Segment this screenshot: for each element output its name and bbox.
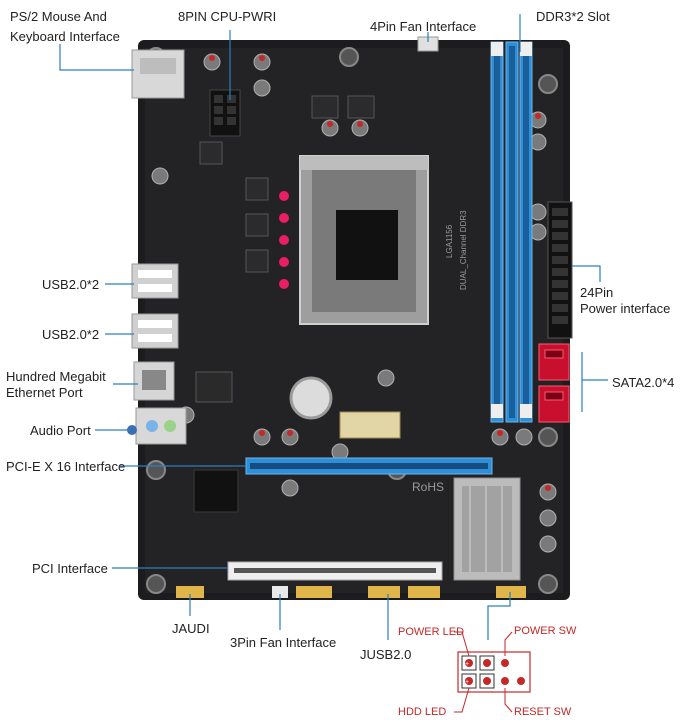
cmos-battery (289, 376, 333, 420)
bios-sticker (339, 411, 401, 439)
rohs-mark: RoHS (412, 480, 444, 494)
front-panel-header: + + (454, 631, 531, 713)
dimm-slots (490, 41, 533, 423)
cpu-socket (299, 155, 429, 325)
socket-silkscreen-1: LGA1156 (445, 224, 454, 258)
atx-24pin-connector (547, 201, 573, 339)
label-usb1: USB2.0*2 (42, 277, 100, 292)
label-ps2-line2: Keyboard Interface (10, 29, 120, 44)
pcie-x16-slot (245, 457, 493, 475)
label-cpu-power: 8PIN CPU-PWRI (178, 9, 277, 24)
socket-silkscreen-2: DUAL_Channel DDR3 (459, 210, 468, 290)
svg-text:+: + (465, 661, 469, 668)
label-jaudi: JAUDI (172, 621, 210, 636)
label-power24-line2: Power interface (580, 301, 671, 316)
svg-text:+: + (465, 679, 469, 686)
label-ps2-line1: PS/2 Mouse And (10, 9, 107, 24)
label-sata: SATA2.0*4 (612, 375, 675, 390)
label-power24-line1: 24Pin (580, 285, 614, 300)
ps2-port (131, 49, 185, 99)
label-ddr3: DDR3*2 Slot (536, 9, 610, 24)
label-power-led: POWER LED (398, 626, 465, 638)
label-reset-sw: RESET SW (514, 706, 572, 718)
label-audio: Audio Port (30, 423, 91, 438)
chipset-heatsink (453, 477, 521, 581)
pci-slot (227, 561, 443, 581)
label-power-sw: POWER SW (514, 625, 577, 637)
label-fan4: 4Pin Fan Interface (370, 19, 477, 34)
label-pcie: PCI-E X 16 Interface (6, 459, 126, 474)
usb-ports-1 (131, 263, 179, 299)
label-jusb: JUSB2.0 (360, 647, 412, 662)
label-hdd-led: HDD LED (398, 706, 447, 718)
leader-lines (59, 14, 608, 640)
label-ethernet-line1: Hundred Megabit (6, 369, 106, 384)
label-pci: PCI Interface (32, 561, 108, 576)
lan-transformer (195, 371, 233, 403)
super-io-chip (193, 469, 239, 513)
label-ethernet-line2: Ethernet Port (6, 385, 83, 400)
vrm-chokes (199, 95, 375, 273)
sata-ports (538, 343, 570, 423)
ethernet-port (133, 361, 175, 401)
usb-ports-2 (131, 313, 179, 349)
audio-jacks (127, 407, 187, 445)
label-usb2: USB2.0*2 (42, 327, 100, 342)
bottom-headers (176, 586, 526, 598)
label-fan3: 3Pin Fan Interface (230, 635, 337, 650)
cpu-8pin-connector (209, 89, 241, 137)
